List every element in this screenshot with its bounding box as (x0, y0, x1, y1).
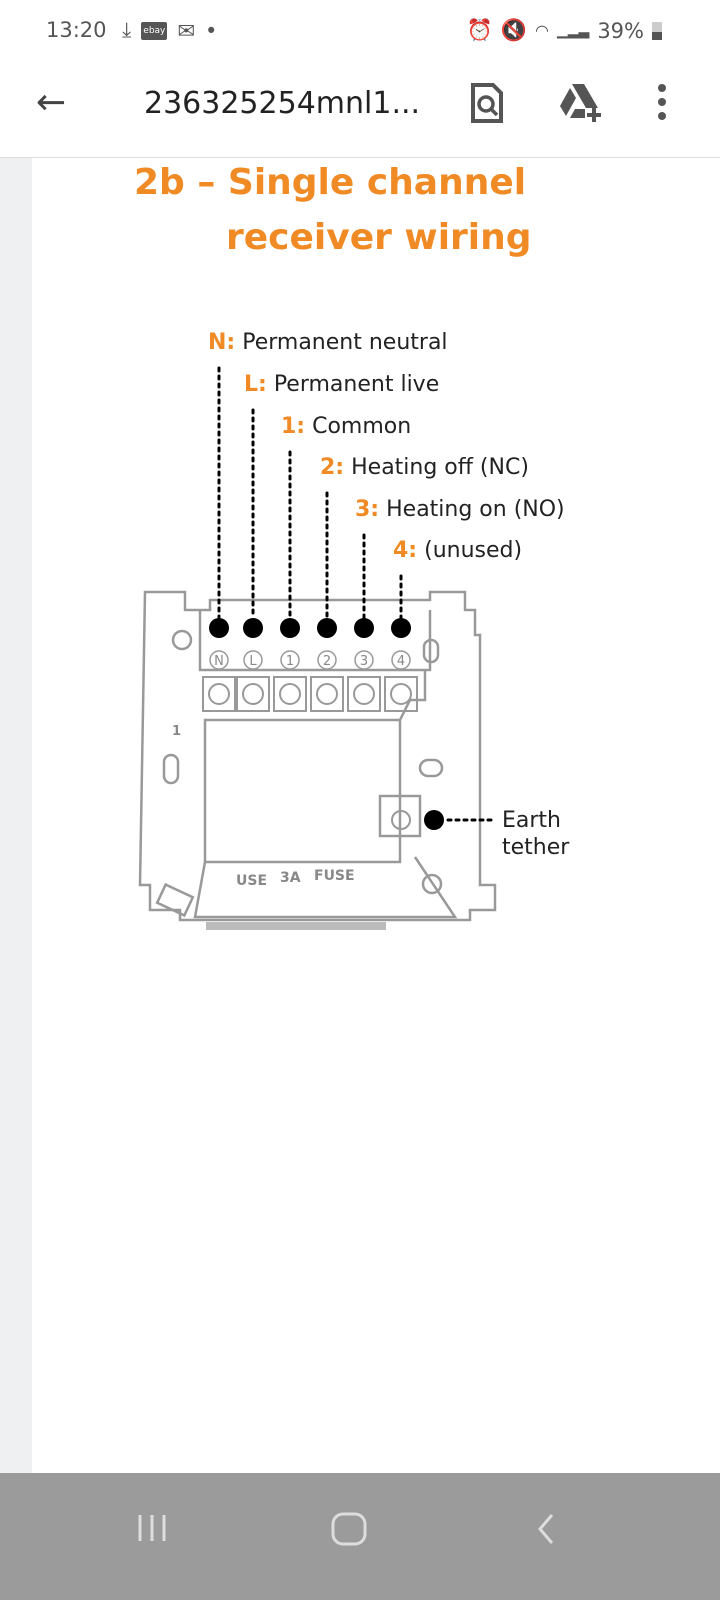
page-gutter (0, 158, 32, 1473)
terminal-screw-block (347, 676, 381, 712)
terminal-label-2: 2: Heating off (NC) (320, 455, 529, 480)
terminal-dot (280, 618, 300, 638)
app-bar: ← 236325254mnl1... (0, 60, 720, 158)
terminal-mark-ring (243, 650, 263, 670)
svg-text:FUSE: FUSE (314, 868, 355, 884)
terminal-mark: 4 (397, 654, 405, 669)
alarm-icon: ⏰ (466, 18, 493, 42)
home-icon[interactable] (330, 1511, 368, 1547)
fuse-label: USE 3A FUSE (236, 868, 355, 889)
navigation-bar (0, 1473, 720, 1600)
recent-apps-icon[interactable] (134, 1511, 170, 1545)
terminal-label-1: 1: Common (281, 414, 412, 439)
document-title: 236325254mnl1... (144, 86, 421, 121)
signal-icon: ▁▂▃ (557, 22, 590, 39)
screw-icon (390, 683, 412, 705)
terminal-label-l: L: Permanent live (244, 372, 440, 397)
terminal-mark: N (214, 654, 224, 669)
svg-text:3A: 3A (280, 870, 301, 886)
terminal-screw-block (310, 676, 344, 712)
side-mark: 1 (172, 724, 181, 739)
terminal-screw-block (384, 676, 418, 712)
svg-text:USE: USE (236, 873, 267, 889)
status-bar: 13:20 ⤓ ebay ✉ • ⏰ 🔇 ◠ ▁▂▃ 39% (0, 0, 720, 60)
terminal-mark-ring (209, 650, 229, 670)
wiring-diagram: 1 USE 3A FUSE N L 1 2 3 4 (138, 366, 497, 930)
terminal-mark-ring (391, 650, 411, 670)
terminal-dot (243, 618, 263, 638)
terminal-mark: 2 (323, 654, 331, 669)
terminal-dot (391, 618, 411, 638)
clock: 13:20 (46, 18, 107, 42)
mail-icon: ✉ (177, 18, 195, 43)
terminal-label-3: 3: Heating on (NO) (355, 497, 565, 522)
terminal-dot (209, 618, 229, 638)
terminal-screw-block (202, 676, 236, 712)
screw-icon (208, 683, 230, 705)
ebay-icon: ebay (141, 21, 168, 40)
terminal-mark-ring (354, 650, 374, 670)
wifi-icon: ◠ (535, 21, 549, 40)
search-document-icon[interactable] (470, 82, 504, 124)
terminal-dot (354, 618, 374, 638)
screw-icon (316, 683, 338, 705)
terminal-label-4: 4: (unused) (393, 538, 523, 563)
terminal-mark: 1 (286, 654, 294, 669)
download-icon: ⤓ (122, 18, 132, 42)
terminal-screw-block (236, 676, 270, 712)
back-nav-icon[interactable] (534, 1511, 558, 1547)
terminal-label-n: N: Permanent neutral (208, 330, 448, 355)
screw-icon (279, 683, 301, 705)
more-options-icon[interactable] (656, 82, 668, 122)
backplate-outline (138, 590, 497, 922)
terminal-dot (317, 618, 337, 638)
dot-icon: • (205, 18, 218, 43)
battery-text: 39% (597, 18, 644, 43)
fuse-strip (206, 922, 386, 930)
terminal-screw-block (273, 676, 307, 712)
screw-icon (242, 683, 264, 705)
earth-label-line1: Earth (502, 808, 561, 833)
terminal-mark-ring (280, 650, 300, 670)
screw-icon (353, 683, 375, 705)
terminal-mark: L (249, 654, 257, 669)
terminal-mark: 3 (360, 654, 368, 669)
earth-label-line2: tether (502, 835, 570, 860)
terminal-mark-ring (317, 650, 337, 670)
section-heading-line2: receiver wiring (226, 217, 532, 258)
battery-icon (652, 21, 662, 40)
back-arrow-icon[interactable]: ← (36, 82, 67, 123)
earth-tether-marker (391, 810, 494, 830)
mute-icon: 🔇 (500, 18, 528, 42)
section-heading-line1: 2b – Single channel (134, 162, 527, 203)
add-to-drive-icon[interactable] (558, 82, 604, 124)
